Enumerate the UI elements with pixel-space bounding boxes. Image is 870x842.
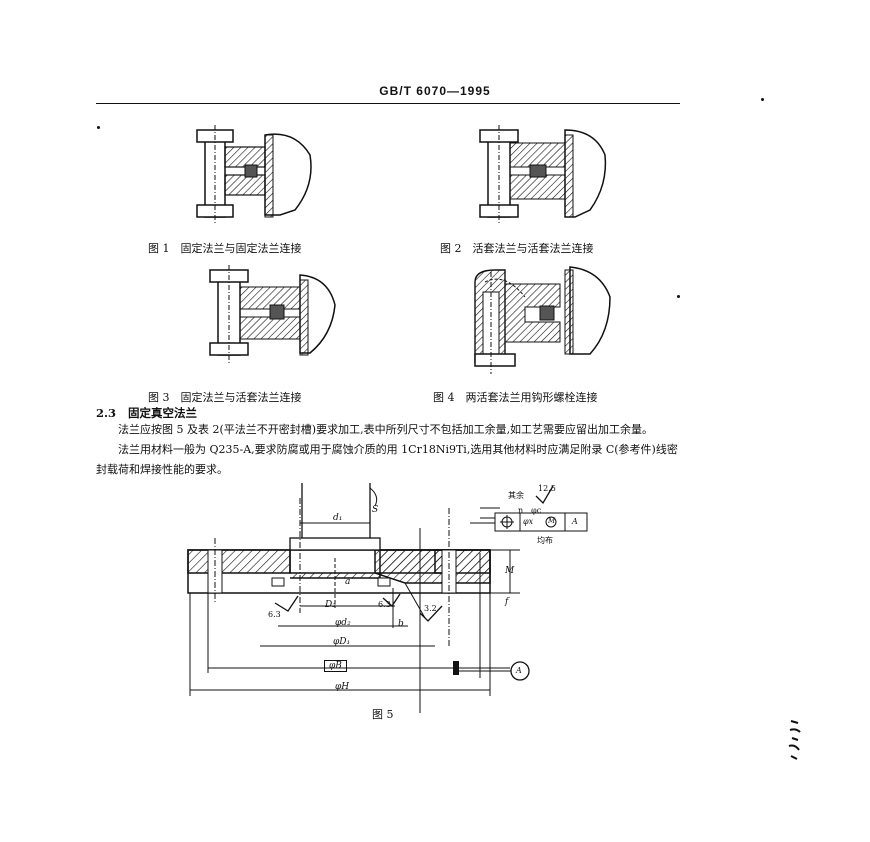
figure-2-caption: 图 2 活套法兰与活套法兰连接 <box>440 242 594 255</box>
label-phi-H: φH <box>335 682 350 692</box>
figure-1-caption: 图 1 固定法兰与固定法兰连接 <box>148 242 302 255</box>
label-n-phi-c: n φc <box>518 506 542 515</box>
label-hole-distribution: 均布 <box>537 536 553 545</box>
roughness-6-3-right: 6.3 <box>378 600 391 609</box>
tolerance-value: φx <box>523 517 534 526</box>
paragraph-2: 法兰用材料一般为 Q235-A,要求防腐或用于腐蚀介质的用 1Cr18Ni9Ti… <box>96 443 678 476</box>
tolerance-modifier: M <box>548 517 556 525</box>
section-number: 2.3 <box>96 406 117 420</box>
label-phi-B: φB <box>324 660 347 672</box>
label-phi-D1: φD₁ <box>333 637 351 647</box>
figure-4-caption: 图 4 两活套法兰用钩形螺栓连接 <box>433 391 598 404</box>
label-D2: D₂ <box>325 600 336 610</box>
roughness-rest-label: 其余 <box>508 491 524 500</box>
section-body: 法兰应按图 5 及表 2(平法兰不开密封槽)要求加工,表中所列尺寸不包括加工余量… <box>96 420 680 480</box>
tolerance-datum-ref: A <box>572 517 578 526</box>
standard-header: GB/T 6070—1995 <box>379 84 491 98</box>
scan-speck <box>761 98 764 101</box>
label-d1: d₁ <box>333 513 343 523</box>
paragraph-1: 法兰应按图 5 及表 2(平法兰不开密封槽)要求加工,表中所列尺寸不包括加工余量… <box>118 423 654 436</box>
figure-3-caption: 图 3 固定法兰与活套法兰连接 <box>148 391 302 404</box>
section-title: 固定真空法兰 <box>128 406 198 420</box>
scan-speck <box>677 295 680 298</box>
label-f: f <box>505 597 509 607</box>
figure-5-drawing <box>187 483 588 713</box>
label-phi-d2: φd₂ <box>335 618 351 628</box>
figure-3-drawing <box>209 265 336 365</box>
label-a: a <box>345 577 351 587</box>
roughness-6-3-left: 6.3 <box>268 610 281 619</box>
label-b: b <box>398 619 404 629</box>
section-heading: 2.3 固定真空法兰 <box>96 405 197 421</box>
figure-4-drawing <box>474 266 611 374</box>
scan-speck <box>97 126 100 129</box>
margin-scribble <box>788 720 801 760</box>
roughness-3-2: 3.2 <box>424 604 437 613</box>
figure-5-caption: 图 5 <box>372 708 394 721</box>
header-rule <box>96 103 680 104</box>
label-M: M <box>505 566 515 576</box>
figure-1-drawing <box>196 125 312 225</box>
label-S: S <box>372 505 379 515</box>
datum-A: A <box>516 666 522 675</box>
figure-2-drawing <box>479 125 607 225</box>
roughness-12-5: 12.5 <box>538 484 556 493</box>
